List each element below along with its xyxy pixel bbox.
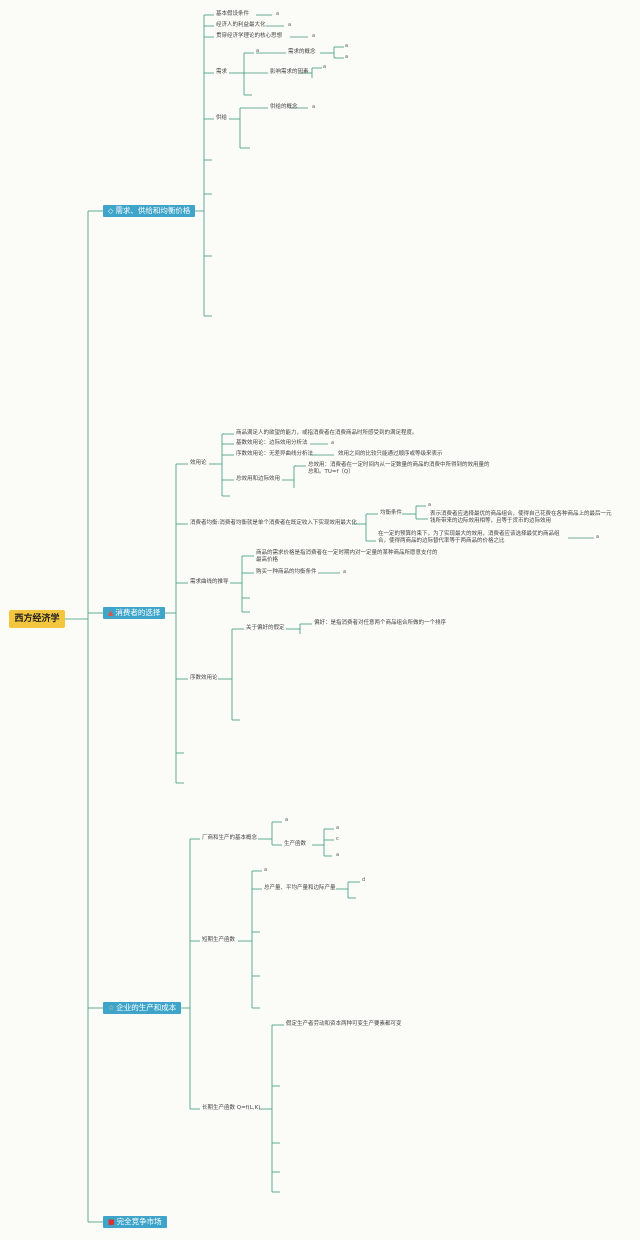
node-short-run-production[interactable]: 短期生产函数: [202, 937, 236, 943]
node-production-function[interactable]: 生产函数: [284, 841, 307, 847]
node-demand-curve-derivation[interactable]: 需求曲线的推导: [190, 579, 229, 585]
diamond-icon: ◇: [108, 207, 114, 215]
node-demand-price-definition[interactable]: 商品的需求价格是指消费者在一定时期内对一定量的某种商品所愿意支付的最高价格: [256, 550, 438, 563]
branch-perfect-competition[interactable]: ■完全竞争市场: [103, 1216, 167, 1228]
node-budget-constraint[interactable]: 在一定的预算约束下，为了实现最大的效用，消费者应该选择最优的商品组合，使得两商品…: [378, 531, 560, 544]
node-equilibrium-condition[interactable]: 均衡条件: [380, 510, 403, 516]
node-total-average-marginal[interactable]: 总产量、平均产量和边际产量: [264, 885, 336, 891]
node-core-idea[interactable]: 贯穿经济学理论的核心思想: [216, 33, 283, 39]
mark-a: a: [343, 569, 347, 575]
mark-a: a: [345, 43, 349, 49]
node-utility-definition[interactable]: 商品满足人的欲望的能力，或指消费者在消费商品时所感受到的满足程度。: [236, 430, 418, 436]
node-consumer-equilibrium[interactable]: 消费者均衡:消费者均衡就是单个消费者在既定收入下实现效用最大化: [190, 520, 357, 526]
branch-consumer-choice[interactable]: ▲消费者的选择: [103, 607, 166, 619]
branch-supply-demand[interactable]: ◇需求、供给和均衡价格: [103, 205, 196, 217]
node-total-marginal-utility[interactable]: 总效用和边际效用: [236, 476, 281, 482]
node-preference-assumption[interactable]: 关于偏好的假定: [246, 625, 285, 631]
mark-a: a: [264, 867, 268, 873]
mark-d: d: [362, 877, 366, 883]
mark-a: a: [288, 22, 292, 28]
mark-a: a: [336, 852, 340, 858]
flame-icon: ▲: [108, 609, 114, 617]
node-production-basics[interactable]: 厂商和生产的基本概念: [202, 835, 258, 841]
mark-a: a: [256, 48, 260, 54]
node-total-utility-definition[interactable]: 总效用：消费者在一定时间内从一定数量的商品的消费中所得到的效用量的总和。TU=f…: [308, 462, 490, 475]
node-purchase-equilibrium[interactable]: 购买一种商品的均衡条件: [256, 569, 317, 575]
branch-label: 消费者的选择: [115, 608, 161, 617]
mark-c: c: [336, 836, 339, 842]
flag-icon: ■: [108, 1218, 115, 1226]
branch-label: 完全竞争市场: [116, 1217, 162, 1226]
mark-a: a: [345, 54, 349, 60]
branch-label: 需求、供给和均衡价格: [115, 206, 191, 215]
mark-a: a: [596, 534, 600, 540]
node-preference-definition[interactable]: 偏好：是指消费者对任意两个商品组合所做的一个排序: [314, 620, 447, 626]
node-long-run-production[interactable]: 长期生产函数 Q=f(L,K): [202, 1105, 261, 1111]
node-ordinal-utility[interactable]: 序数效用论：无差异曲线分析法: [236, 451, 314, 457]
mark-a: a: [336, 825, 340, 831]
star-icon: ☆: [108, 1004, 115, 1012]
node-demand[interactable]: 需求: [216, 69, 228, 75]
node-demand-concept[interactable]: 需求的概念: [288, 49, 316, 55]
node-ordinal-utility-theory[interactable]: 序数效用论: [190, 675, 218, 681]
root-node[interactable]: 西方经济学: [9, 610, 65, 628]
node-equilibrium-description[interactable]: 表示消费者应选择最优的商品组合，使得自己花费在各种商品上的最后一元钱所带来的边际…: [430, 511, 612, 524]
node-demand-factors[interactable]: 影响需求的因素: [270, 69, 309, 75]
mark-a: a: [331, 440, 335, 446]
mark-a: a: [312, 33, 316, 39]
branch-label: 企业的生产和成本: [116, 1003, 177, 1012]
mark-a: a: [312, 104, 316, 110]
mark-a: a: [276, 11, 280, 17]
node-supply[interactable]: 供给: [216, 115, 228, 121]
node-variable-factors[interactable]: 假定生产者劳动和资本两种可变生产要素都可变: [286, 1021, 402, 1027]
node-basic-assumptions[interactable]: 基本假设条件: [216, 11, 250, 17]
mark-a: a: [285, 817, 289, 823]
mark-a: a: [323, 64, 327, 70]
node-utility-theory[interactable]: 效用论: [190, 460, 207, 466]
mark-a: a: [428, 502, 432, 508]
node-ordinal-comparison[interactable]: 效用之间的比较只能通过顺序或等级来表示: [338, 451, 443, 457]
node-economic-man[interactable]: 经济人的利益最大化: [216, 22, 266, 28]
branch-production-cost[interactable]: ☆企业的生产和成本: [103, 1002, 182, 1014]
node-supply-concept[interactable]: 供给的概念: [270, 104, 298, 110]
node-cardinal-utility[interactable]: 基数效用论：边际效用分析法: [236, 440, 308, 446]
